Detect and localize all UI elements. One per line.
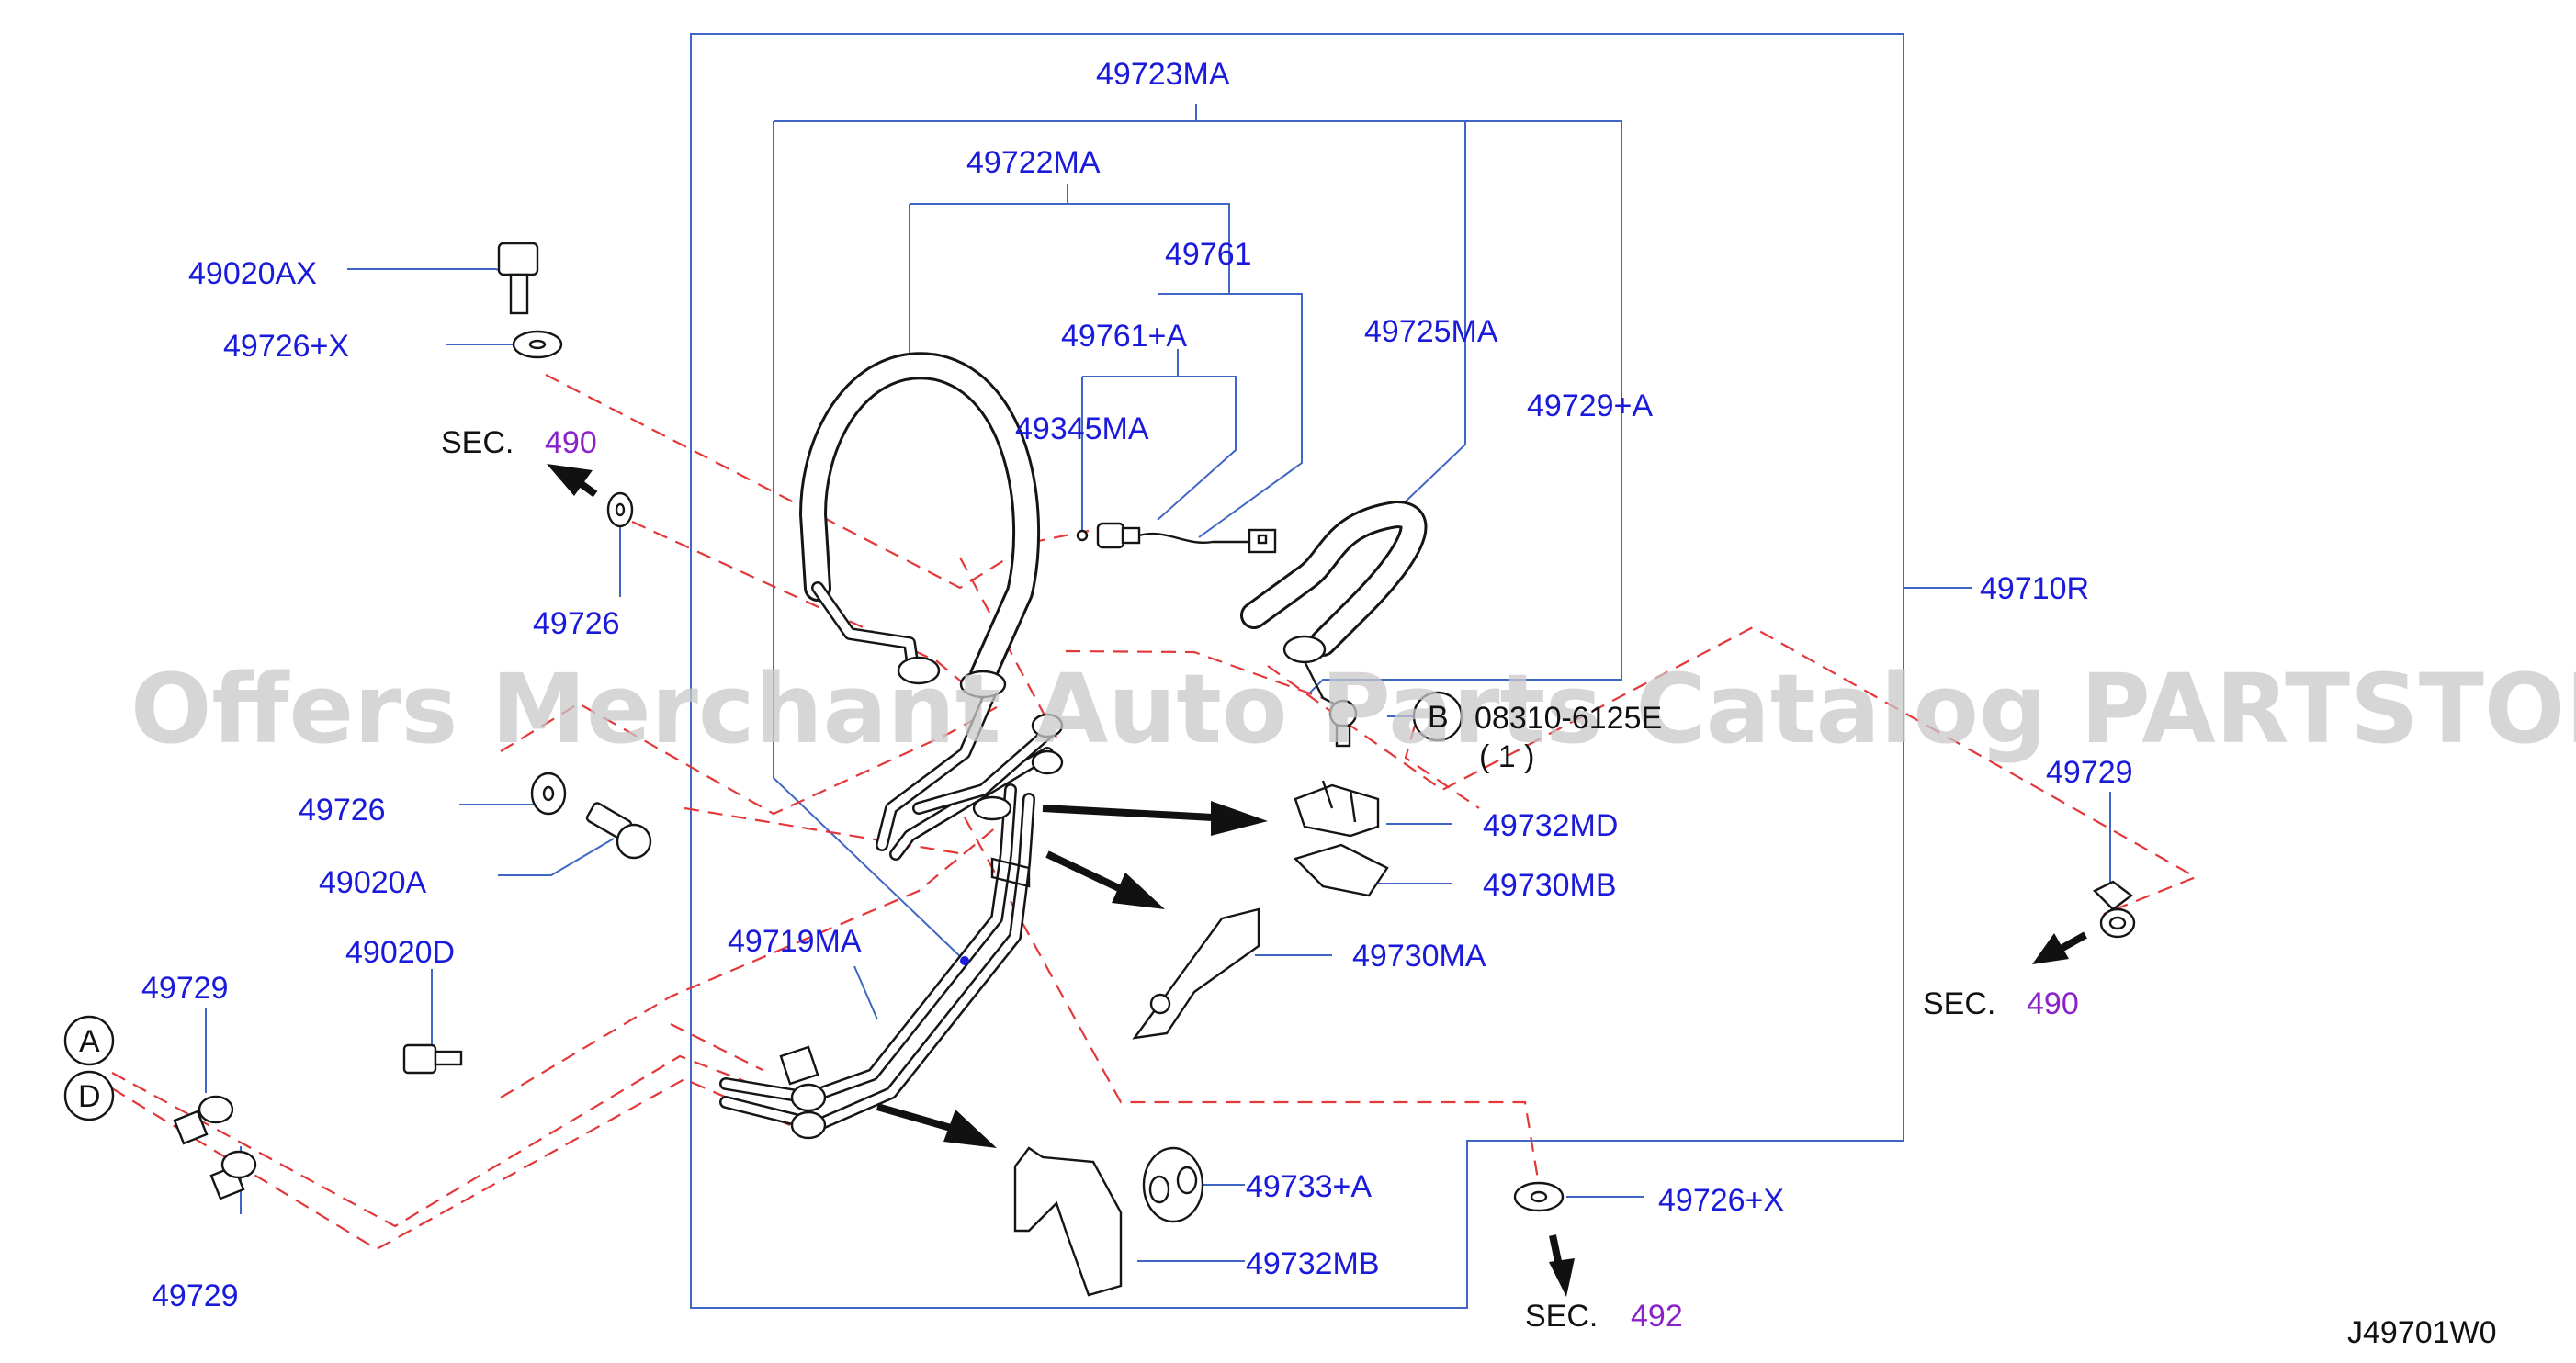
label-49761A: 49761+A (1061, 319, 1187, 354)
label-49723MA: 49723MA (1096, 57, 1230, 92)
label-49732MB: 49732MB (1246, 1246, 1380, 1281)
sec-label-right: SEC. (1923, 986, 1995, 1021)
connector-d-label: D (78, 1079, 101, 1114)
label-49729A: 49729+A (1527, 389, 1653, 423)
label-49726-lower: 49726 (299, 793, 386, 828)
bolt-qty: ( 1 ) (1479, 739, 1534, 774)
label-49726-upper: 49726 (533, 606, 620, 641)
label-49729-right: 49729 (2046, 755, 2133, 790)
pressure-sensor (1076, 522, 1277, 554)
label-49732MD: 49732MD (1483, 808, 1618, 843)
connector-a-label: A (79, 1024, 100, 1059)
label-49345MA: 49345MA (1015, 411, 1149, 446)
assembly-frame (690, 33, 1904, 1309)
drawing-code: J49701W0 (2347, 1315, 2497, 1350)
clamp-parts (173, 780, 2136, 1297)
bolt-marker (1412, 691, 1463, 742)
connector-d-marker (63, 1070, 115, 1121)
label-49726X-top: 49726+X (223, 329, 349, 364)
label-49020A: 49020A (319, 865, 427, 900)
label-49726X-bottom: 49726+X (1658, 1183, 1784, 1218)
label-49729-left-bottom: 49729 (152, 1279, 239, 1313)
sec-number-left: 490 (545, 425, 597, 460)
label-49730MB: 49730MB (1483, 868, 1617, 903)
label-49020D: 49020D (345, 935, 455, 970)
hardware-parts (402, 242, 1565, 1212)
label-49733A: 49733+A (1246, 1169, 1372, 1204)
sec-number-right: 490 (2027, 986, 2079, 1021)
label-49710R: 49710R (1980, 571, 2089, 606)
connector-a-marker (63, 1015, 115, 1066)
sec-label-bottom: SEC. (1525, 1299, 1598, 1334)
label-49725MA: 49725MA (1364, 314, 1498, 349)
label-49761: 49761 (1165, 237, 1252, 272)
hose-assembly (719, 352, 1428, 1140)
sec-number-bottom: 492 (1631, 1299, 1683, 1334)
watermark: Offers Merchant Auto Parts Catalog PARTS… (130, 653, 2576, 765)
bolt-code: 08310-6125E (1474, 701, 1662, 736)
sec-label-left: SEC. (441, 425, 514, 460)
label-49729-left-top: 49729 (141, 971, 229, 1006)
label-49730MA: 49730MA (1352, 939, 1486, 974)
label-49719MA: 49719MA (728, 924, 862, 959)
bolt-symbol: B (1428, 700, 1449, 735)
direction-arrows (547, 464, 2087, 1297)
label-49020AX: 49020AX (188, 256, 317, 291)
label-49722MA: 49722MA (966, 145, 1101, 180)
